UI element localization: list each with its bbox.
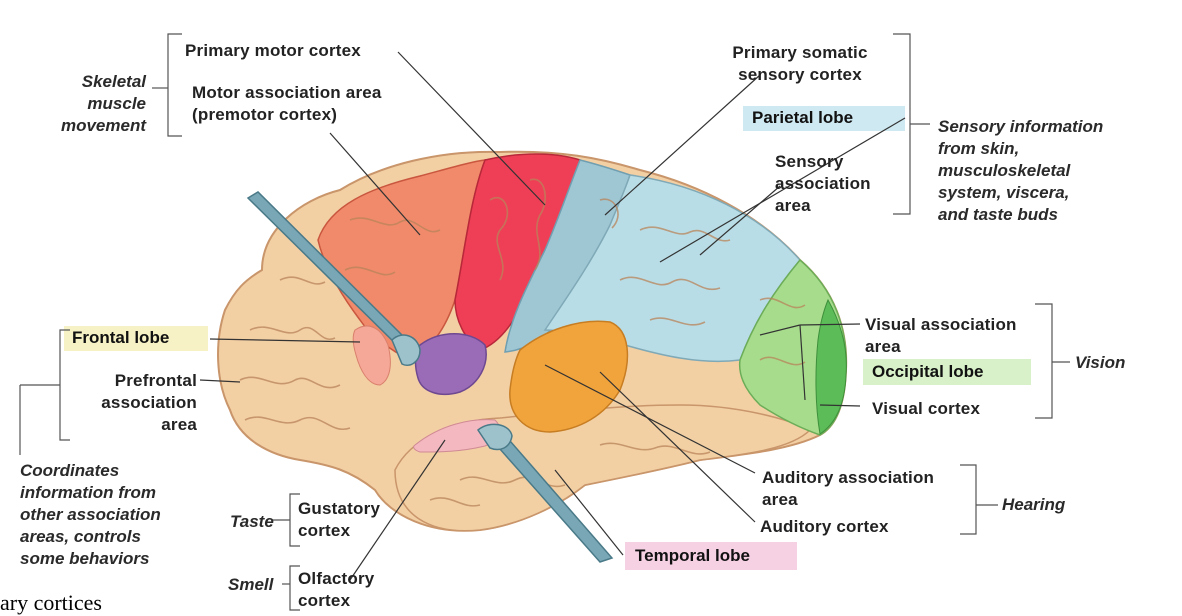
category-coordinates-information: Coordinates information from other assoc… [20, 461, 161, 568]
primary-motor-region [454, 153, 581, 351]
temporal-label-bg [625, 542, 797, 570]
olfactory-region [413, 419, 501, 453]
category-vision: Vision [1075, 353, 1126, 372]
upper-pointer-tip [391, 334, 421, 366]
lobe-occipital: Occipital lobe [872, 362, 984, 381]
label-auditory-cortex: Auditory cortex [760, 517, 889, 536]
lower-pointer-tip [477, 423, 513, 451]
frontal-patch [352, 325, 391, 386]
parietal-label-bg [743, 106, 905, 131]
label-sensory-association-area: Sensory association area [775, 152, 871, 215]
category-smell: Smell [228, 575, 274, 594]
frontal-label-bg [64, 326, 208, 351]
category-sensory-information: Sensory information from skin, musculosk… [938, 117, 1104, 224]
label-gustatory-cortex: Gustatory cortex [298, 499, 381, 540]
occipital-label-bg [863, 359, 1031, 385]
category-hearing: Hearing [1002, 495, 1066, 514]
brackets [19, 33, 1070, 611]
parietal-region [543, 174, 801, 363]
caption-text: ary cortices [0, 590, 102, 615]
lobe-frontal: Frontal lobe [72, 328, 170, 347]
visual-cortex-region [815, 298, 847, 435]
gyri-lines [239, 178, 806, 507]
category-taste: Taste [230, 512, 274, 531]
lobe-parietal: Parietal lobe [752, 108, 854, 127]
lobe-temporal: Temporal lobe [635, 546, 750, 565]
label-motor-association-area: Motor association area (premotor cortex) [192, 83, 382, 124]
label-prefrontal-association-area: Prefrontal association area [101, 371, 197, 434]
label-primary-motor-cortex: Primary motor cortex [185, 41, 361, 60]
gustatory-region [414, 333, 487, 396]
category-skeletal-muscle-movement: Skeletal muscle movement [60, 72, 146, 135]
label-olfactory-cortex: Olfactory cortex [298, 569, 375, 610]
label-primary-somatic-sensory-cortex: Primary somatic sensory cortex [732, 43, 868, 84]
label-visual-association-area: Visual association area [865, 315, 1017, 356]
label-auditory-association-area: Auditory association area [762, 468, 935, 509]
label-visual-cortex: Visual cortex [872, 399, 981, 418]
leader-lines [199, 51, 906, 581]
